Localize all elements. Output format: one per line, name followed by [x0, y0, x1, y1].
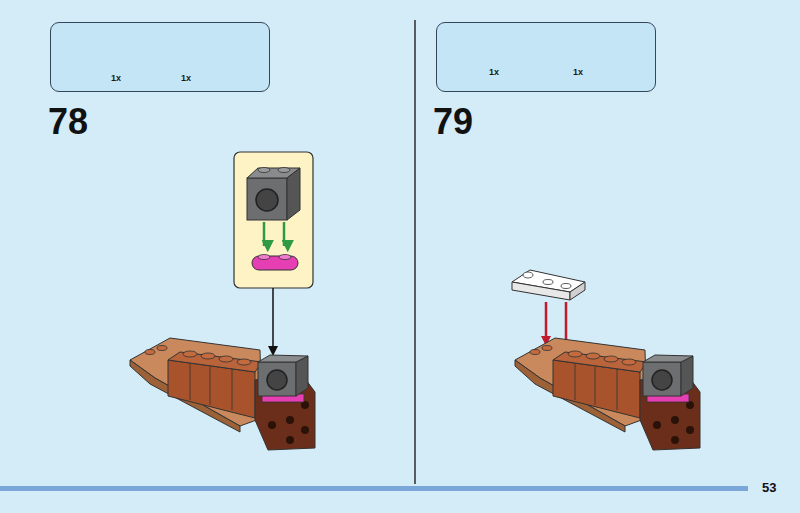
- page-number: 53: [762, 481, 776, 494]
- inset-pink-plate: [252, 255, 298, 271]
- parts-callout: 1x 1x: [436, 22, 656, 92]
- inset-grey-brick: [247, 168, 300, 221]
- step-number: 79: [433, 104, 473, 140]
- white-plate-falling: [512, 270, 585, 300]
- step-number: 78: [48, 104, 88, 140]
- parts-callout: 1x 1x: [50, 22, 270, 92]
- boat-model: [130, 338, 315, 450]
- quantity-label: 1x: [181, 73, 191, 83]
- quantity-label: 1x: [573, 67, 583, 77]
- inset-box: [234, 152, 313, 288]
- quantity-label: 1x: [489, 67, 499, 77]
- boat-model: [515, 338, 700, 450]
- quantity-label: 1x: [111, 73, 121, 83]
